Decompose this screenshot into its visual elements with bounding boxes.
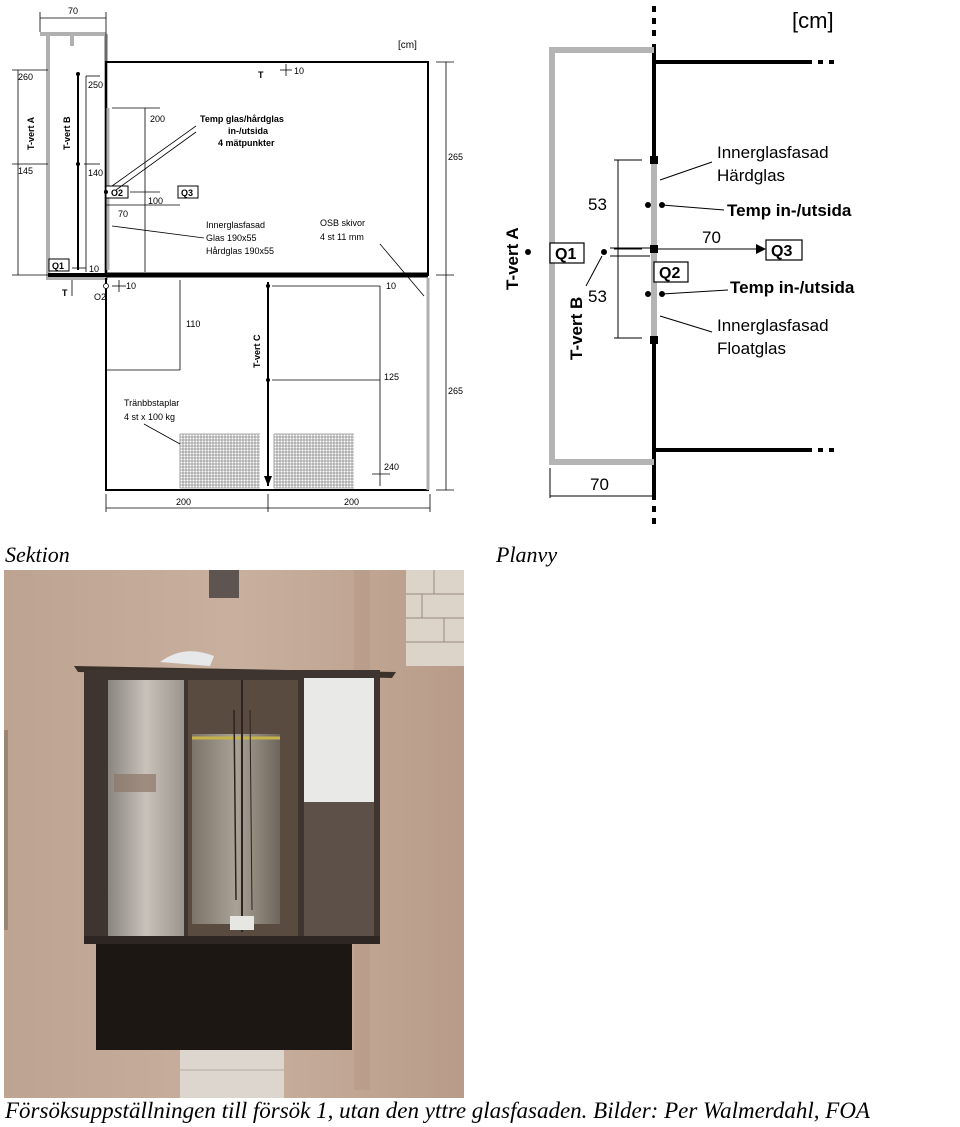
caption-planvy: Planvy [496, 542, 558, 567]
section-dim-250: 250 [88, 80, 103, 90]
svg-text:Q1: Q1 [52, 261, 64, 271]
section-note-temp-1: Temp glas/hårdglas [200, 114, 284, 124]
section-note-inner-3: Hårdglas 190x55 [206, 246, 274, 256]
section-note-osb-2: 4 st 11 mm [320, 232, 364, 242]
plan-dim-53-top: 53 [588, 195, 607, 214]
section-dim-200-left: 200 [176, 497, 191, 507]
svg-text:Q1: Q1 [555, 246, 576, 263]
section-label-o2-bottom: O2 [94, 292, 106, 302]
section-dim-265-bottom: 265 [448, 386, 463, 396]
section-weights-right [273, 433, 354, 489]
plan-label-tvert-b: T-vert B [567, 297, 586, 360]
figure-caption: Försöksuppställningen till försök 1, uta… [5, 1098, 870, 1123]
plan-dim-70-bottom: 70 [590, 475, 609, 494]
plan-note-temp-bottom: Temp in-/utsida [730, 278, 855, 297]
section-note-inner-2: Glas 190x55 [206, 233, 257, 243]
section-dim-70-top: 70 [68, 6, 78, 16]
section-note-temp-2: in-/utsida [228, 126, 269, 136]
section-label-tvert-a: T-vert A [26, 116, 36, 150]
section-unit: [cm] [398, 40, 417, 51]
section-weights-left [179, 433, 260, 489]
section-note-weights-2: 4 st x 100 kg [124, 412, 175, 422]
section-dim-100: 100 [148, 196, 163, 206]
section-dim-200-right: 200 [344, 497, 359, 507]
section-dim-10-q1: 10 [89, 264, 99, 274]
section-dim-200-diag: 200 [150, 114, 165, 124]
plan-box-q2 [653, 261, 689, 283]
plan-label-tvert-a: T-vert A [503, 227, 522, 290]
section-note-temp-3: 4 mätpunkter [218, 138, 275, 148]
plan-dim-53-bottom: 53 [588, 287, 607, 306]
section-note-inner-1: Innerglasfasad [206, 220, 265, 230]
section-dim-140: 140 [88, 168, 103, 178]
section-dim-10-right: 10 [386, 281, 396, 291]
plan-drawing: [cm] 53 53 Temp in-/utsida Temp in-/utsi… [503, 6, 855, 528]
plan-note-inner-bottom-2: Floatglas [717, 339, 786, 358]
section-label-t-top: T [258, 70, 264, 80]
section-label-t-bottom: T [62, 288, 68, 298]
svg-text:Q2: Q2 [659, 265, 680, 282]
experiment-photo [4, 570, 464, 1098]
caption-sektion: Sektion [5, 542, 70, 567]
plan-note-temp-top: Temp in-/utsida [727, 201, 852, 220]
svg-text:O2: O2 [111, 188, 123, 198]
section-dim-10-bottom: 10 [126, 281, 136, 291]
plan-unit: [cm] [792, 8, 834, 33]
plan-note-inner-top-1: Innerglasfasad [717, 143, 829, 162]
plan-note-inner-top-2: Härdglas [717, 166, 785, 185]
plan-box-q1 [549, 242, 585, 264]
section-dim-125: 125 [384, 372, 399, 382]
section-upper-room [105, 61, 429, 276]
section-box-q3 [177, 185, 199, 199]
plan-box-q3 [765, 239, 803, 261]
section-dim-10-top: 10 [294, 66, 304, 76]
svg-text:Q3: Q3 [771, 243, 792, 260]
section-drawing: 70 [cm] 110 260 145 T-vert A 250 140 T-v… [12, 6, 463, 512]
section-dim-70: 70 [118, 209, 128, 219]
section-dim-260: 260 [18, 72, 33, 82]
plan-dim-70-arrow: 70 [702, 228, 721, 247]
section-box-q1 [48, 258, 70, 272]
section-dim-145: 145 [18, 166, 33, 176]
section-note-weights-1: Tränbbstaplar [124, 398, 179, 408]
section-dim-240: 240 [384, 462, 399, 472]
svg-text:Q3: Q3 [181, 188, 193, 198]
section-note-osb-1: OSB skivor [320, 218, 365, 228]
section-dim-110: 110 [186, 319, 200, 329]
section-label-tvert-c: T-vert C [252, 334, 262, 368]
section-label-tvert-b: T-vert B [62, 116, 72, 150]
plan-note-inner-bottom-1: Innerglasfasad [717, 316, 829, 335]
section-dim-265-top: 265 [448, 152, 463, 162]
